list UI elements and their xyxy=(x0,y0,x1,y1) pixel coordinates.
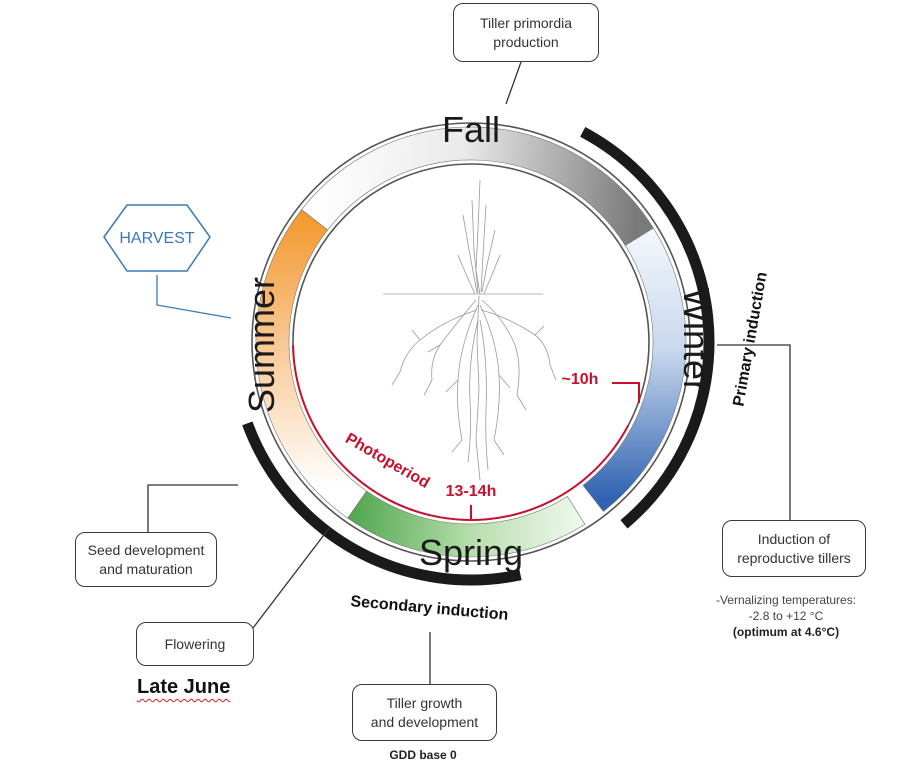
tiller-primordia-line1: Tiller primordia xyxy=(479,14,573,31)
secondary-induction-arc xyxy=(242,421,522,586)
seed-development-line2: and maturation xyxy=(99,560,193,577)
seed-development-box: Seed development and maturation xyxy=(75,532,217,587)
harvest-label: HARVEST xyxy=(119,230,195,247)
harvest-badge: HARVEST xyxy=(103,204,211,272)
flowering-label: Flowering xyxy=(164,635,226,652)
summer-segment xyxy=(255,209,368,519)
season-label-summer: Summer xyxy=(241,277,282,413)
tiller-growth-line2: and development xyxy=(370,713,479,730)
primary-induction-label: Primary induction xyxy=(730,271,770,408)
flowering-box: Flowering xyxy=(136,622,254,666)
induction-reproductive-line2: reproductive tillers xyxy=(737,549,851,566)
harvest-connector xyxy=(156,275,232,319)
vernalization-line3: (optimum at 4.6°C) xyxy=(732,625,840,639)
tiller-growth-box: Tiller growth and development xyxy=(352,684,497,741)
tiller-growth-line1: Tiller growth xyxy=(386,694,463,711)
gdd-note: GDD base 0 xyxy=(389,748,457,762)
seed-development-line1: Seed development xyxy=(87,541,205,558)
late-june-label: Late June xyxy=(137,676,231,698)
season-label-spring: Spring xyxy=(419,532,523,573)
vernalization-line2: -2.8 to +12 °C xyxy=(748,609,824,623)
vernalization-line1: -Vernalizing temperatures: xyxy=(715,593,857,607)
photoperiod-arc xyxy=(292,345,630,521)
wheat-plant-illustration xyxy=(383,179,557,481)
induction-reproductive-box: Induction of reproductive tillers xyxy=(722,520,866,577)
season-label-fall: Fall xyxy=(442,109,500,150)
secondary-induction-label: Secondary induction xyxy=(350,593,509,624)
photoperiod-tick-short-day xyxy=(612,382,640,403)
vernalization-note: -Vernalizing temperatures: -2.8 to +12 °… xyxy=(700,593,872,639)
tiller-primordia-line2: production xyxy=(493,33,559,50)
photoperiod-short-day: ~10h xyxy=(562,371,599,388)
primary-induction-arc xyxy=(580,127,715,529)
photoperiod-long-day: 13-14h xyxy=(446,483,497,500)
induction-reproductive-line1: Induction of xyxy=(757,530,831,547)
tiller-primordia-box: Tiller primordia production xyxy=(453,3,599,62)
season-ring xyxy=(251,122,691,562)
winter-segment xyxy=(582,227,687,512)
